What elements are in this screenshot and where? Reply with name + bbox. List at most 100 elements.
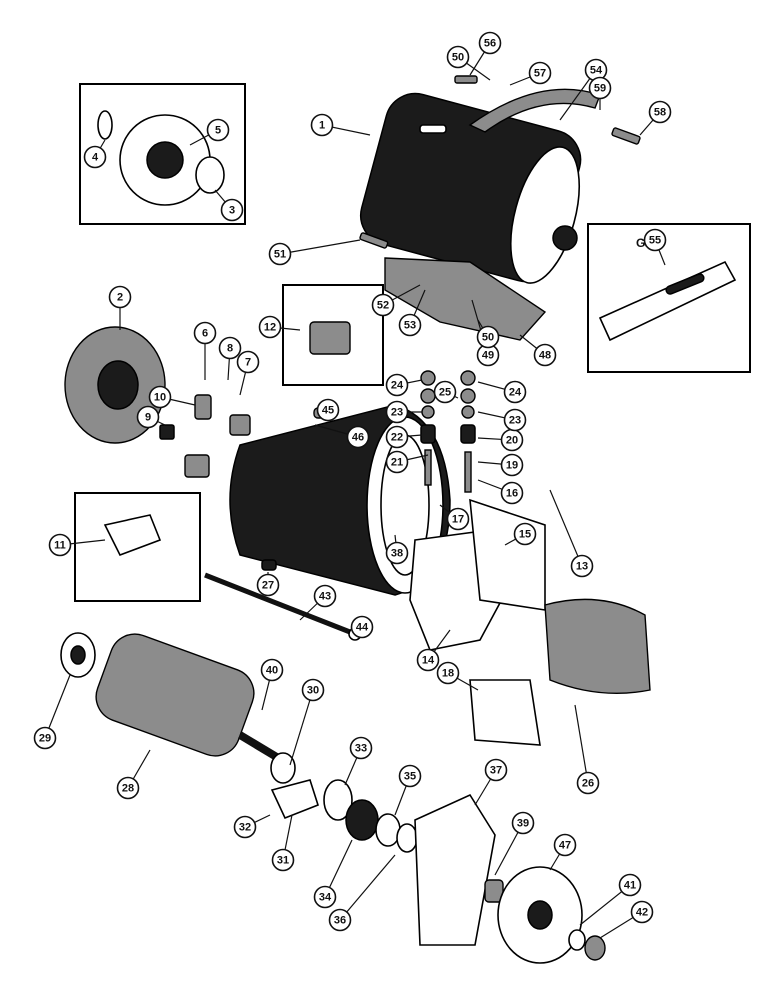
callout-number: 2: [117, 292, 123, 304]
callout-59: 59: [588, 76, 612, 100]
callout-26: 26: [576, 771, 600, 795]
drive-end-frame: [414, 793, 496, 946]
callout-circle: [83, 145, 107, 169]
callout-number: 9: [145, 412, 151, 424]
callout-number: 55: [649, 235, 661, 247]
callout-number: 15: [519, 529, 531, 541]
callout-6: 6: [193, 321, 217, 345]
brush-parts: [159, 394, 251, 478]
callout-number: 58: [654, 107, 666, 119]
callout-circle: [588, 76, 612, 100]
callout-circle: [328, 908, 352, 932]
callout-27: 27: [256, 573, 280, 597]
callout-50: 50: [476, 325, 500, 349]
callout-circle: [233, 815, 257, 839]
callout-number: 46: [352, 432, 364, 444]
callout-number: 45: [322, 405, 334, 417]
callout-25: 25: [433, 380, 457, 404]
callout-number: 38: [391, 548, 403, 560]
callout-number: 27: [262, 580, 274, 592]
callout-number: 1: [319, 120, 325, 132]
callout-38: 38: [385, 541, 409, 565]
callout-11: 11: [48, 533, 72, 557]
callout-19: 19: [500, 453, 524, 477]
callout-43: 43: [313, 584, 337, 608]
callout-number: 50: [482, 332, 494, 344]
callout-number: 29: [39, 733, 51, 745]
callout-2: 2: [108, 285, 132, 309]
callout-number: 19: [506, 460, 518, 472]
callout-circle: [398, 764, 422, 788]
callout-circle: [385, 541, 409, 565]
callout-36: 36: [328, 908, 352, 932]
callout-46: 46: [346, 425, 370, 449]
callout-48: 48: [533, 343, 557, 367]
callout-33: 33: [349, 736, 373, 760]
gasket: [323, 779, 353, 821]
callout-number: 20: [506, 435, 518, 447]
callout-circle: [271, 848, 295, 872]
brush-holder: [309, 321, 351, 355]
callout-number: 49: [482, 350, 494, 362]
callout-50: 50: [446, 45, 470, 69]
callout-circle: [433, 380, 457, 404]
callout-circle: [643, 228, 667, 252]
callout-54: 54: [584, 58, 608, 82]
lock-washer: [568, 929, 586, 951]
screw: [261, 559, 277, 571]
callout-number: 35: [404, 771, 416, 783]
callout-number: 44: [356, 622, 369, 634]
callout-circle: [349, 736, 373, 760]
callout-52: 52: [371, 293, 395, 317]
callout-number: 3: [229, 205, 235, 217]
callout-circle: [268, 242, 292, 266]
callout-5: 5: [206, 118, 230, 142]
armature: [95, 633, 293, 769]
callout-15: 15: [513, 522, 537, 546]
callout-58: 58: [648, 100, 672, 124]
callout-35: 35: [398, 764, 422, 788]
callout-circle: [316, 398, 340, 422]
callout-number: 43: [319, 591, 331, 603]
callout-circle: [385, 373, 409, 397]
thrust-washer: [270, 752, 296, 784]
terminal-hardware: [420, 370, 476, 493]
callout-number: 53: [404, 320, 416, 332]
callout-20: 20: [500, 428, 524, 452]
callout-55: 55: [643, 228, 667, 252]
callout-number: 12: [264, 322, 276, 334]
callout-4: 4: [83, 145, 107, 169]
callout-number: 52: [377, 300, 389, 312]
callout-circle: [346, 425, 370, 449]
callout-12: 12: [258, 315, 282, 339]
callout-circle: [313, 885, 337, 909]
callout-circle: [256, 573, 280, 597]
callout-circle: [478, 31, 502, 55]
callout-circle: [301, 678, 325, 702]
callout-number: 33: [355, 743, 367, 755]
retainer: [396, 823, 418, 853]
callout-13: 13: [570, 554, 594, 578]
callout-number: 6: [202, 328, 208, 340]
callout-57: 57: [528, 61, 552, 85]
callout-number: 24: [391, 380, 404, 392]
callout-number: 56: [484, 38, 496, 50]
callout-circle: [193, 321, 217, 345]
callout-24: 24: [385, 373, 409, 397]
callout-circle: [618, 873, 642, 897]
callout-number: 11: [54, 540, 66, 552]
leader-line: [279, 239, 361, 255]
callout-circle: [436, 661, 460, 685]
callout-40: 40: [260, 658, 284, 682]
callout-circle: [503, 380, 527, 404]
callout-number: 4: [92, 152, 99, 164]
callout-labels: 1234567891011121314151617181920212223232…: [33, 31, 672, 932]
callout-circle: [48, 533, 72, 557]
callout-circle: [116, 776, 140, 800]
callout-32: 32: [233, 815, 257, 839]
leader-line: [574, 704, 589, 784]
callout-circle: [500, 453, 524, 477]
callout-7: 7: [236, 350, 260, 374]
callout-number: 30: [307, 685, 319, 697]
callout-45: 45: [316, 398, 340, 422]
